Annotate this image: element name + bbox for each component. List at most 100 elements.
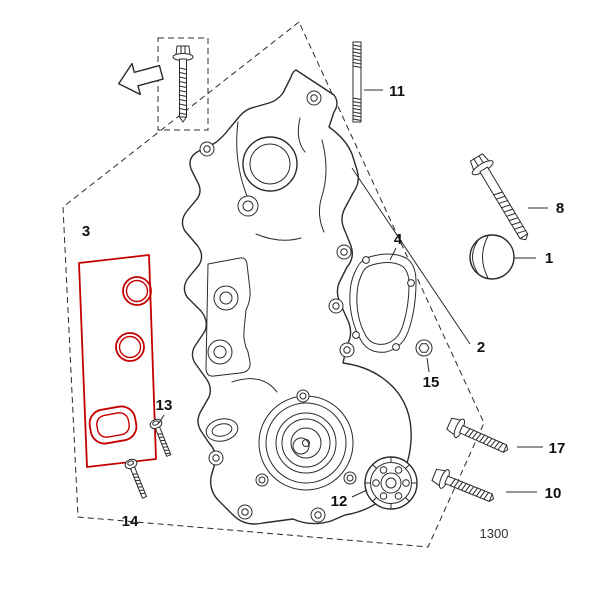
bolt17-tip (502, 444, 509, 453)
cover-seal-opening (242, 136, 298, 192)
stud-threads-bottom (352, 97, 362, 121)
bolt15-hex (418, 343, 430, 353)
label-part1: 1 (545, 250, 553, 267)
oil-pump-housing (255, 389, 357, 491)
bolt13-threads (157, 433, 171, 455)
label-part2: 2 (477, 339, 485, 356)
cover-seal-opening-inner (249, 143, 291, 185)
bolt-hole (306, 90, 322, 106)
cap-rim (472, 238, 480, 276)
bolt-part14 (124, 458, 148, 499)
bolt8-shaft (479, 166, 529, 240)
rotor-part12 (364, 456, 418, 510)
cover-port-boss (207, 339, 233, 365)
callout-bolt (172, 45, 194, 123)
o-ring-lower (115, 332, 145, 362)
label-part14: 14 (122, 513, 139, 530)
cover-small-boss-hole (242, 200, 254, 212)
oval-gasket-inner (96, 412, 130, 438)
leader-part4 (389, 247, 397, 261)
bolt-hole (208, 450, 224, 466)
gasket-set-part3 (78, 254, 157, 468)
label-part3: 3 (82, 223, 90, 240)
highlight-box-part3 (78, 254, 157, 468)
rotor-hole (379, 492, 388, 500)
gasket4-hole (352, 331, 360, 339)
bolt-hole (237, 504, 253, 520)
o-ring-upper-inner (125, 279, 149, 303)
cover-rib (236, 121, 248, 197)
bolt14-head-top (127, 460, 135, 466)
rotor-hole (402, 479, 410, 487)
cap-part1 (469, 234, 515, 280)
cover-rib (231, 378, 278, 393)
label-part17: 17 (549, 440, 566, 457)
leader-part2 (351, 167, 471, 345)
label-part10: 10 (545, 485, 562, 502)
gasket4-hole (392, 343, 400, 351)
cover-port-hole (213, 345, 227, 359)
rotor-rim-ticks (364, 456, 418, 510)
cap-face (469, 234, 515, 280)
label-part11: 11 (389, 83, 405, 100)
o-ring-upper (122, 276, 152, 306)
bolt13-shaft (154, 426, 172, 457)
bolt17-threads (464, 428, 504, 451)
callout-bolt-tip (179, 116, 187, 123)
bolt8-threads (493, 191, 527, 234)
bolt-hole (339, 342, 355, 358)
diagram-code: 1300 (480, 526, 509, 541)
cover-rib (318, 139, 327, 233)
callout-bolt-threads (179, 67, 187, 115)
bolt-part13 (149, 418, 172, 457)
rotor-hole (394, 466, 403, 474)
cover-port-boss (213, 285, 239, 311)
label-part4: 4 (394, 231, 403, 248)
bolt10-tip (488, 493, 495, 502)
bolt15-flange (415, 339, 433, 357)
stud-shaft (352, 41, 362, 123)
bolt8-tip (519, 233, 529, 241)
bolt-part10 (431, 468, 495, 502)
part-labels: 1 2 3 4 8 10 11 12 13 14 15 17 (82, 83, 566, 530)
bolt-hole (336, 244, 352, 260)
bolt-part17 (446, 417, 509, 453)
assembly-boundary (62, 21, 485, 548)
o-ring-lower-inner (118, 335, 142, 359)
label-part12: 12 (331, 493, 348, 510)
cover-small-boss (237, 195, 259, 217)
leader-part13 (158, 414, 165, 424)
cover-rib (255, 233, 302, 241)
arrow-icon (118, 62, 164, 96)
leader-part12 (351, 489, 368, 498)
bolt-callout-box (157, 37, 209, 131)
bolt14-threads (132, 473, 146, 495)
rotor-hub (380, 472, 402, 494)
label-part13: 13 (156, 397, 173, 414)
timing-cover (181, 69, 412, 525)
leader-lines (158, 89, 548, 498)
leader-part15 (426, 357, 430, 373)
gasket4-outer (349, 253, 417, 353)
cap-dome-line (482, 235, 489, 279)
bolt-part15 (415, 339, 433, 357)
label-part8: 8 (556, 200, 564, 217)
rotor-hole (394, 492, 403, 500)
callout-bolt-shaft (179, 58, 187, 118)
bolt-part8 (469, 153, 529, 241)
gasket4-hole (362, 256, 370, 264)
stud-threads-top (352, 44, 362, 68)
oval-gasket-outer (88, 405, 138, 445)
cover-rib (297, 117, 306, 153)
gasket4-hole (407, 279, 415, 287)
gasket-part4 (349, 253, 417, 353)
bolt10-threads (449, 478, 490, 500)
cover-passage-plate (205, 257, 251, 377)
bolt-hole (328, 298, 344, 314)
rotor-hole (379, 466, 388, 474)
cover-port-hole (219, 291, 233, 305)
bolt-callout (118, 37, 209, 131)
cover-oval-port (205, 418, 239, 442)
